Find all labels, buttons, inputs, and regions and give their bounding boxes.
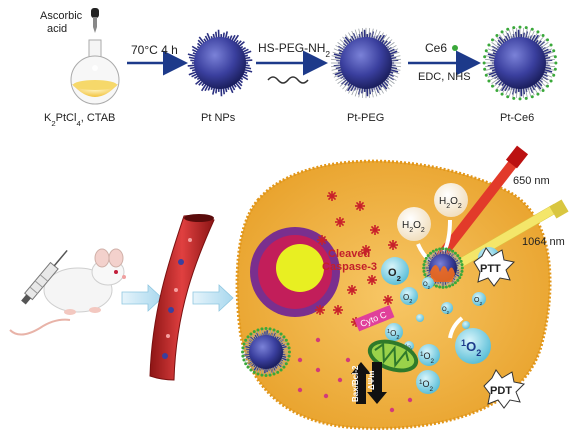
o2-text-3: O2 <box>423 282 431 290</box>
membrane-potential-down-arrow: ΔΨm <box>367 362 387 404</box>
product2-label: Pt-PEG <box>347 112 384 124</box>
pt-ce6-external-icon <box>241 327 291 377</box>
nucleus <box>250 227 340 317</box>
step1-label: 70°C 4 h <box>131 43 178 57</box>
singlet-o2-text-1: 1O2 <box>461 338 481 358</box>
flask-icon <box>70 39 120 105</box>
delta-psi-label: ΔΨm <box>367 371 376 390</box>
cleaved-label-line1: Cleaved <box>328 248 370 260</box>
reagent-label-line2: acid <box>47 23 67 35</box>
ce6-dot-icon <box>452 45 458 51</box>
laser-650-beam <box>430 145 529 268</box>
step2-label: HS-PEG-NH2 <box>258 41 330 59</box>
caspase-stars <box>297 191 413 413</box>
syringe-icon <box>21 249 68 305</box>
o2-small-bubble <box>416 314 424 322</box>
product1-label: Pt NPs <box>201 112 236 124</box>
pt-ce6-nanoparticle-icon <box>482 25 558 101</box>
bax-bcl2-label: Bax/Bcl-2 <box>351 365 360 402</box>
singlet-o2-text-5: 1O2 <box>406 343 413 351</box>
pt-peg-nanoparticle-icon <box>330 27 402 99</box>
singlet-o2-text-3: 1O2 <box>387 329 399 341</box>
pt-nanoparticle-icon <box>187 29 253 97</box>
flow-arrow-2 <box>192 284 234 312</box>
arrow-o2-to-singlet <box>448 316 464 339</box>
ptt-label: PTT <box>480 263 501 275</box>
step3-label-top: Ce6 <box>425 41 447 55</box>
h2o2-text-1: H2O2 <box>402 220 425 234</box>
singlet-o2-text-2: 1O2 <box>420 351 435 365</box>
bax-up-arrow: Bax/Bcl-2 <box>351 362 371 404</box>
o2-small-bubble <box>462 321 470 329</box>
cleaved-label-line2: Caspase-3 <box>322 261 377 273</box>
o2-text-2: O2 <box>403 293 412 305</box>
laser-650-label: 650 nm <box>513 175 550 187</box>
blood-vessel-icon <box>149 214 215 381</box>
synthesis-row: Ascorbic acid K2PtCl4, CTAB 70°C 4 h Pt … <box>40 8 558 128</box>
product3-label: Pt-Ce6 <box>500 112 534 124</box>
flow-arrow-1 <box>121 284 163 312</box>
o2-text-5: O2 <box>474 297 482 307</box>
pdt-badge: PDT <box>483 369 526 409</box>
flask-label: K2PtCl4, CTAB <box>44 112 115 128</box>
dropper-icon <box>91 8 99 33</box>
mouse-icon <box>9 248 126 336</box>
h2o2-bubble-2: H2O2 <box>434 183 468 217</box>
fire-icon <box>430 265 455 282</box>
singlet-oxygen-bubbles: 1O2 1O2 1O2 1O2 1O2 <box>385 323 491 394</box>
step3-label-bottom: EDC, NHS <box>418 71 471 83</box>
ptt-badge: PTT <box>473 247 516 287</box>
o2-text-1: O2 <box>388 267 401 283</box>
pdt-label: PDT <box>490 385 512 397</box>
o2-text-6: O2 <box>442 307 450 315</box>
peg-chain-icon <box>267 76 309 84</box>
laser-1064-label: 1064 nm <box>522 236 565 248</box>
reagent-label-line1: Ascorbic <box>40 10 83 22</box>
h2o2-text-2: H2O2 <box>439 196 462 210</box>
h2o2-bubble-1: H2O2 <box>397 207 431 241</box>
singlet-o2-text-4: 1O2 <box>419 379 434 393</box>
